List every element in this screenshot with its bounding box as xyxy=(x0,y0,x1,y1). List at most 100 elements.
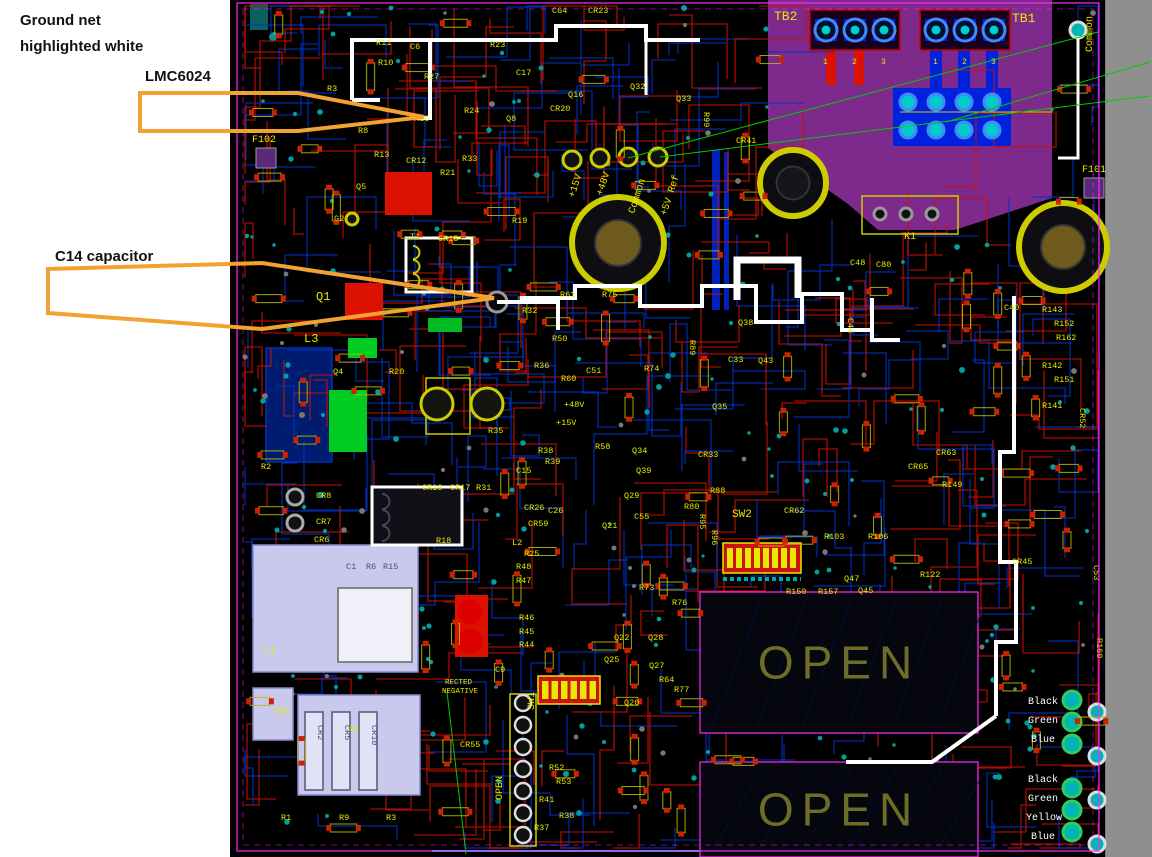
via xyxy=(817,735,823,741)
copper-trace xyxy=(595,76,649,98)
copper-trace xyxy=(787,219,833,346)
via xyxy=(1024,720,1030,726)
pad xyxy=(926,92,946,112)
copper-trace xyxy=(892,485,1010,587)
ratsnest-line xyxy=(945,61,1151,123)
copper-trace xyxy=(259,5,360,109)
component-label: Yellow xyxy=(1026,812,1062,824)
copper-trace xyxy=(952,359,985,433)
component-label: C55 xyxy=(634,512,649,522)
copper-trace xyxy=(478,142,498,187)
via xyxy=(776,433,782,439)
component-label: CR5 xyxy=(342,725,352,740)
via xyxy=(1031,669,1035,673)
component-label: G2 xyxy=(334,214,344,224)
copper-trace xyxy=(355,97,451,148)
dip-switch-position xyxy=(589,681,596,699)
copper-trace xyxy=(684,556,716,603)
copper-trace xyxy=(824,480,885,556)
via xyxy=(660,750,666,756)
via xyxy=(728,320,734,326)
component-label: RECTED xyxy=(445,679,473,687)
copper-trace xyxy=(733,370,806,390)
via xyxy=(486,127,492,133)
via xyxy=(576,810,582,816)
copper-trace xyxy=(931,717,1012,769)
pad xyxy=(898,92,918,112)
component-label: R39 xyxy=(545,457,560,467)
component-label: CR17 xyxy=(450,483,470,493)
copper-trace xyxy=(668,42,726,55)
pad xyxy=(647,146,669,168)
via xyxy=(1027,746,1033,752)
copper-trace xyxy=(293,208,304,235)
component-label: R58 xyxy=(595,442,610,452)
via xyxy=(639,726,645,732)
via xyxy=(244,233,250,239)
via xyxy=(868,757,872,761)
via xyxy=(618,422,624,428)
pad xyxy=(285,513,305,533)
dip-switch-position xyxy=(561,681,568,699)
via xyxy=(984,242,990,248)
via xyxy=(1050,108,1054,112)
via xyxy=(494,685,498,689)
copper-trace xyxy=(498,144,510,221)
via xyxy=(419,606,425,612)
copper-trace xyxy=(734,5,807,83)
component-label: CR6 xyxy=(314,535,329,545)
copper-trace xyxy=(914,538,948,569)
copper-trace xyxy=(709,499,809,533)
via xyxy=(330,31,336,37)
copper-trace xyxy=(582,321,636,394)
copper-trace xyxy=(572,649,628,713)
via xyxy=(520,440,526,446)
component-label: CR10 xyxy=(369,725,379,745)
copper-trace xyxy=(575,362,682,437)
via xyxy=(644,409,650,415)
component-label: Q34 xyxy=(632,446,647,456)
pad xyxy=(954,120,974,140)
component-label: R45 xyxy=(519,627,534,637)
component-label: R99 xyxy=(701,112,711,127)
copper-trace xyxy=(842,350,914,389)
copper-trace xyxy=(478,522,533,589)
window-gutter xyxy=(1105,0,1152,857)
component-label: R60 xyxy=(561,374,576,384)
via xyxy=(299,412,305,418)
component-label: 3 xyxy=(881,58,886,67)
via xyxy=(827,534,831,538)
copper-trace xyxy=(825,313,851,385)
copper-trace xyxy=(777,461,850,526)
component-label: R15 xyxy=(383,562,398,572)
via xyxy=(823,492,827,496)
via xyxy=(708,191,714,197)
fuse-pad xyxy=(255,147,277,169)
component-label: R150 xyxy=(786,587,806,597)
thick-trace xyxy=(958,42,970,90)
component-label: R11 xyxy=(376,38,391,48)
via xyxy=(458,135,462,139)
component-label: R122 xyxy=(920,570,940,580)
pad xyxy=(1061,711,1083,733)
copper-trace xyxy=(469,262,519,354)
pad xyxy=(954,92,974,112)
copper-trace xyxy=(549,57,614,99)
component-label: R48 xyxy=(516,562,531,572)
component-label: Black xyxy=(1028,774,1058,786)
component-label: R41 xyxy=(539,795,554,805)
copper-trace xyxy=(289,90,346,140)
via xyxy=(388,5,394,11)
component-label: R50 xyxy=(552,334,567,344)
annotation-ground-note: Ground net highlighted white xyxy=(20,12,144,56)
component-label: C64 xyxy=(552,6,567,16)
via xyxy=(765,105,769,109)
via xyxy=(767,447,771,451)
copper-trace xyxy=(429,785,520,849)
via xyxy=(981,512,987,518)
ground-net-highlight xyxy=(497,300,560,330)
via xyxy=(647,189,651,193)
header-pin xyxy=(513,803,533,823)
header-pin xyxy=(513,737,533,757)
via xyxy=(253,388,257,392)
